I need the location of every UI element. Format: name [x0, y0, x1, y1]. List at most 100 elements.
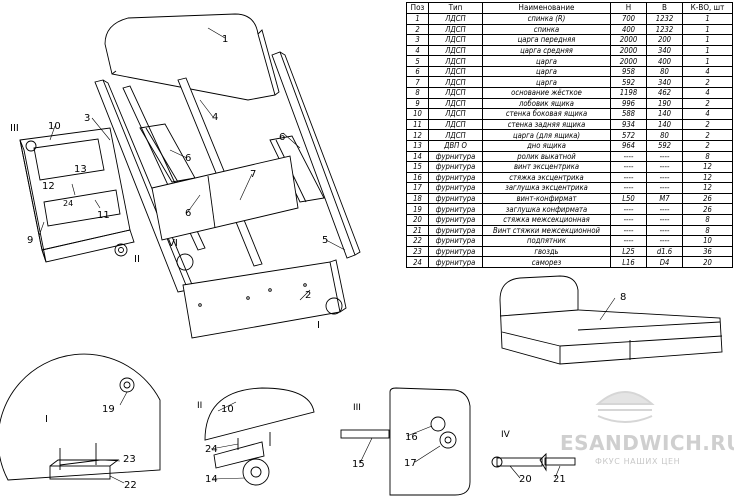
col-b: B [646, 2, 683, 14]
cell-pos: 11 [406, 118, 429, 131]
col-name: Наименование [482, 2, 611, 14]
cell-b: 1232 [646, 23, 683, 36]
view-VI-main: VI [168, 238, 178, 249]
callout-2: 2 [305, 290, 311, 301]
detail-II [204, 387, 315, 486]
cell-b: ---- [646, 214, 683, 226]
cell-type: ЛДСП [428, 97, 483, 110]
cell-b: 400 [646, 55, 683, 67]
part-back-rail [271, 51, 361, 259]
cell-name: стенка задняя ящика [482, 118, 611, 131]
cell-h: ---- [610, 171, 647, 184]
callout-7: 7 [250, 169, 256, 180]
cell-name: стяжка межсекционная [482, 214, 611, 226]
cell-type: ЛДСП [428, 108, 483, 120]
cell-b: ---- [646, 161, 683, 173]
callout-6b: 6 [185, 208, 191, 219]
cell-pos: 20 [406, 214, 429, 226]
cell-h: 588 [610, 108, 647, 120]
cell-qty: 12 [682, 182, 733, 194]
cell-name: царга [482, 55, 611, 67]
cell-type: ЛДСП [428, 23, 483, 36]
cell-qty: 1 [682, 13, 733, 25]
callout-4: 4 [212, 112, 218, 123]
col-type: Тип [428, 2, 483, 14]
cell-qty: 26 [682, 203, 733, 215]
callout-3: 3 [84, 113, 90, 124]
detail-I [0, 353, 161, 481]
cell-b: 80 [646, 129, 683, 141]
callout-10-detail: 10 [221, 404, 234, 415]
cell-type: ЛДСП [428, 129, 483, 141]
cell-type: ЛДСП [428, 13, 483, 25]
cell-pos: 22 [406, 235, 429, 247]
cell-qty: 10 [682, 235, 733, 247]
cell-b: 1232 [646, 13, 683, 25]
cell-qty: 20 [682, 256, 733, 268]
cell-b: 592 [646, 139, 683, 152]
callout-15: 15 [352, 459, 365, 470]
callout-19: 19 [102, 404, 115, 415]
cell-b: 80 [646, 65, 683, 78]
cell-pos: 15 [406, 161, 429, 173]
callout-20: 20 [519, 474, 532, 485]
cell-h: ---- [610, 161, 647, 173]
callout-9: 9 [27, 235, 33, 246]
cell-name: дно ящика [482, 139, 611, 152]
cell-type: ЛДСП [428, 87, 483, 99]
cell-b: 140 [646, 118, 683, 131]
cell-qty: 2 [682, 118, 733, 131]
part-headboard [104, 13, 280, 101]
cell-h: 572 [610, 129, 647, 141]
cell-name: саморез [482, 256, 611, 268]
view-III-main: III [10, 123, 19, 134]
cell-b: D4 [646, 256, 683, 268]
cell-b: ---- [646, 182, 683, 194]
spec-table-header: Поз Тип Наименование H B К-ВО, шт [406, 2, 733, 14]
callout-1: 1 [222, 34, 228, 45]
cell-h: L25 [610, 245, 647, 258]
cell-b: 462 [646, 87, 683, 99]
callout-16: 16 [405, 432, 418, 443]
part-drawer [19, 127, 135, 263]
cell-b: ---- [646, 150, 683, 163]
cell-pos: 4 [406, 44, 429, 57]
cell-qty: 1 [682, 34, 733, 46]
cell-name: основание жёсткое [482, 87, 611, 99]
cell-type: ЛДСП [428, 44, 483, 57]
cell-type: ЛДСП [428, 65, 483, 78]
col-pos: Поз [406, 2, 429, 14]
cell-pos: 7 [406, 76, 429, 89]
cell-name: спинка [482, 23, 611, 36]
cell-name: царга [482, 65, 611, 78]
cell-name: гвоздь [482, 245, 611, 258]
part-base-panel [151, 155, 299, 241]
cell-h: ---- [610, 182, 647, 194]
cell-type: фурнитура [428, 245, 483, 258]
cell-type: фурнитура [428, 256, 483, 268]
callout-21: 21 [553, 474, 566, 485]
cell-name: царга средняя [482, 44, 611, 57]
cell-b: ---- [646, 171, 683, 184]
callout-10: 10 [48, 121, 61, 132]
cell-type: ЛДСП [428, 118, 483, 131]
cell-pos: 16 [406, 171, 429, 184]
cell-qty: 1 [682, 44, 733, 57]
watermark-tagline: ФКУС НАШИХ ЦЕН [595, 457, 681, 466]
cell-qty: 8 [682, 224, 733, 237]
cell-type: ЛДСП [428, 76, 483, 89]
